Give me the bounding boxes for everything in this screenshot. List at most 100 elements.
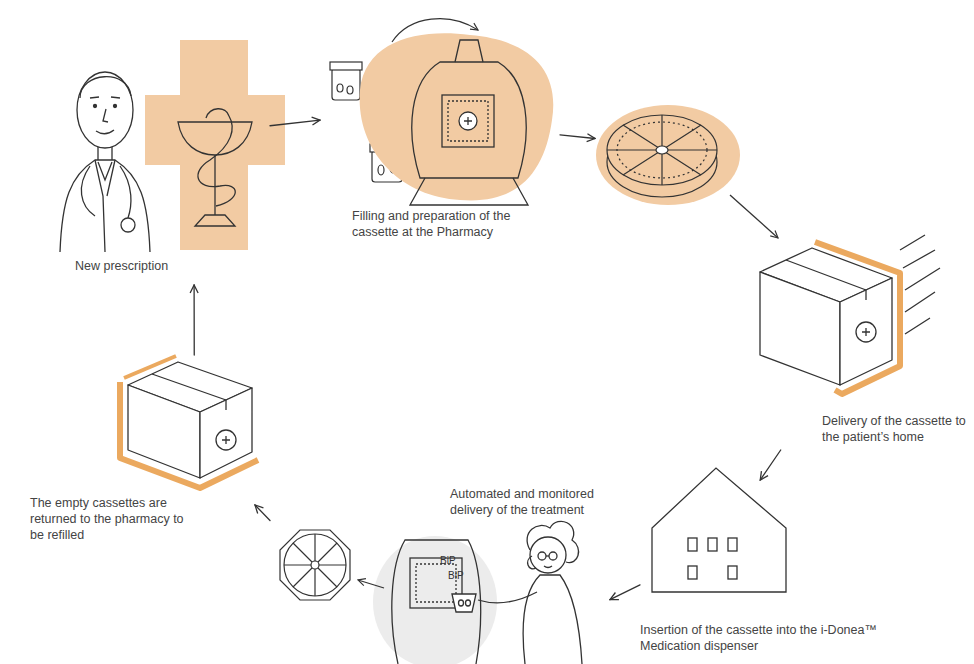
step-node: The empty cassettes are returned to the … <box>30 355 255 555</box>
delivery-box <box>900 235 940 334</box>
doctor-figure <box>98 147 112 160</box>
step-caption: Insertion of the cassette into the i-Don… <box>640 622 920 654</box>
filled-cassette <box>607 115 717 197</box>
step-node: Insertion of the cassette into the i-Don… <box>640 480 974 664</box>
medication-dispenser <box>466 600 471 606</box>
medication-dispenser <box>459 600 464 606</box>
patient-house <box>652 468 786 592</box>
step-caption: Automated and monitored delivery of the … <box>450 486 610 518</box>
sound-label: BiP <box>448 571 464 581</box>
patient-house <box>708 538 717 551</box>
filled-cassette <box>596 105 778 238</box>
delivery-box <box>760 450 780 480</box>
doctor-figure <box>121 218 135 232</box>
empty-cassette <box>284 534 346 596</box>
doctor-figure <box>98 162 112 180</box>
pharmacy-cross <box>195 155 235 226</box>
patient-figure <box>544 566 552 568</box>
step-caption: Delivery of the cassette to the patient’… <box>822 413 972 445</box>
doctor-figure <box>77 72 133 148</box>
filling-machine <box>360 33 554 205</box>
doctor-figure <box>103 109 108 122</box>
filled-cassette <box>607 115 717 185</box>
filling-machine <box>442 95 494 147</box>
return-box <box>216 430 236 450</box>
filled-cassette <box>596 105 740 205</box>
empty-cassette <box>358 580 384 588</box>
doctor-figure <box>95 160 115 252</box>
medication-dispenser <box>392 540 481 664</box>
filling-machine <box>459 112 477 130</box>
doctor-figure <box>94 105 97 108</box>
pharmacy-cross <box>198 109 235 206</box>
step-caption: Filling and preparation of the cassette … <box>352 208 552 240</box>
filled-cassette <box>656 146 668 154</box>
sound-label: BiP <box>440 556 456 566</box>
step-node: Delivery of the cassette to the patient’… <box>595 100 974 450</box>
medicine-packs <box>332 68 360 100</box>
medicine-packs <box>330 62 362 70</box>
medicine-packs <box>337 84 343 92</box>
patient-house <box>728 538 737 551</box>
empty-cassette <box>280 530 350 600</box>
return-box <box>128 385 200 478</box>
flow-arrow <box>760 450 780 480</box>
medication-dispenser <box>416 564 456 602</box>
step-caption: New prescription <box>75 258 225 274</box>
doctor-figure <box>60 160 150 252</box>
medicine-packs <box>347 86 353 94</box>
patient-figure <box>549 552 557 560</box>
filling-machine <box>412 62 526 178</box>
return-box <box>128 362 252 478</box>
flow-arrow <box>610 585 640 600</box>
medicine-packs <box>378 165 384 175</box>
return-box <box>152 374 226 410</box>
filled-cassette <box>607 115 717 185</box>
delivery-box <box>760 235 940 385</box>
patient-figure <box>478 592 537 603</box>
patient-figure <box>523 575 582 664</box>
step-caption: The empty cassettes are returned to the … <box>30 495 190 543</box>
doctor-figure <box>81 166 131 218</box>
doctor-figure <box>114 105 117 108</box>
flow-arrow <box>560 135 595 139</box>
delivery-box <box>760 272 840 385</box>
delivery-box <box>786 260 866 300</box>
step-node: Automated and monitored delivery of the … <box>270 480 610 664</box>
medication-dispenser <box>452 594 476 612</box>
flow-arrow <box>255 505 270 520</box>
empty-cassette <box>280 530 384 600</box>
patient-figure <box>538 552 546 560</box>
medication-dispenser <box>392 540 481 664</box>
return-box <box>120 356 258 488</box>
flow-arrow <box>270 120 320 126</box>
delivery-box <box>856 322 876 342</box>
patient-figure <box>527 521 578 562</box>
pharmacy-cross <box>178 122 252 155</box>
empty-cassette <box>311 561 319 569</box>
empty-cassette <box>284 534 346 596</box>
patient-house <box>688 538 697 551</box>
filling-machine <box>410 178 528 205</box>
filling-machine <box>360 33 554 200</box>
pharmacy-cross <box>145 95 285 165</box>
patient-figure <box>546 555 549 556</box>
step-node: Filling and preparation of the cassette … <box>320 5 560 250</box>
filling-machine <box>455 40 483 62</box>
filling-machine <box>464 117 472 125</box>
doctor-figure <box>96 130 114 134</box>
filled-cassette <box>730 195 778 238</box>
delivery-box <box>862 328 870 336</box>
patient-figure <box>478 521 582 664</box>
return-box <box>222 436 230 444</box>
step-node: New prescription <box>40 40 270 285</box>
patient-figure <box>528 556 536 569</box>
filling-machine <box>448 101 488 141</box>
patient-house <box>652 468 786 592</box>
doctor-figure <box>90 97 120 98</box>
patient-house <box>688 566 697 579</box>
doctor-figure <box>80 77 131 98</box>
